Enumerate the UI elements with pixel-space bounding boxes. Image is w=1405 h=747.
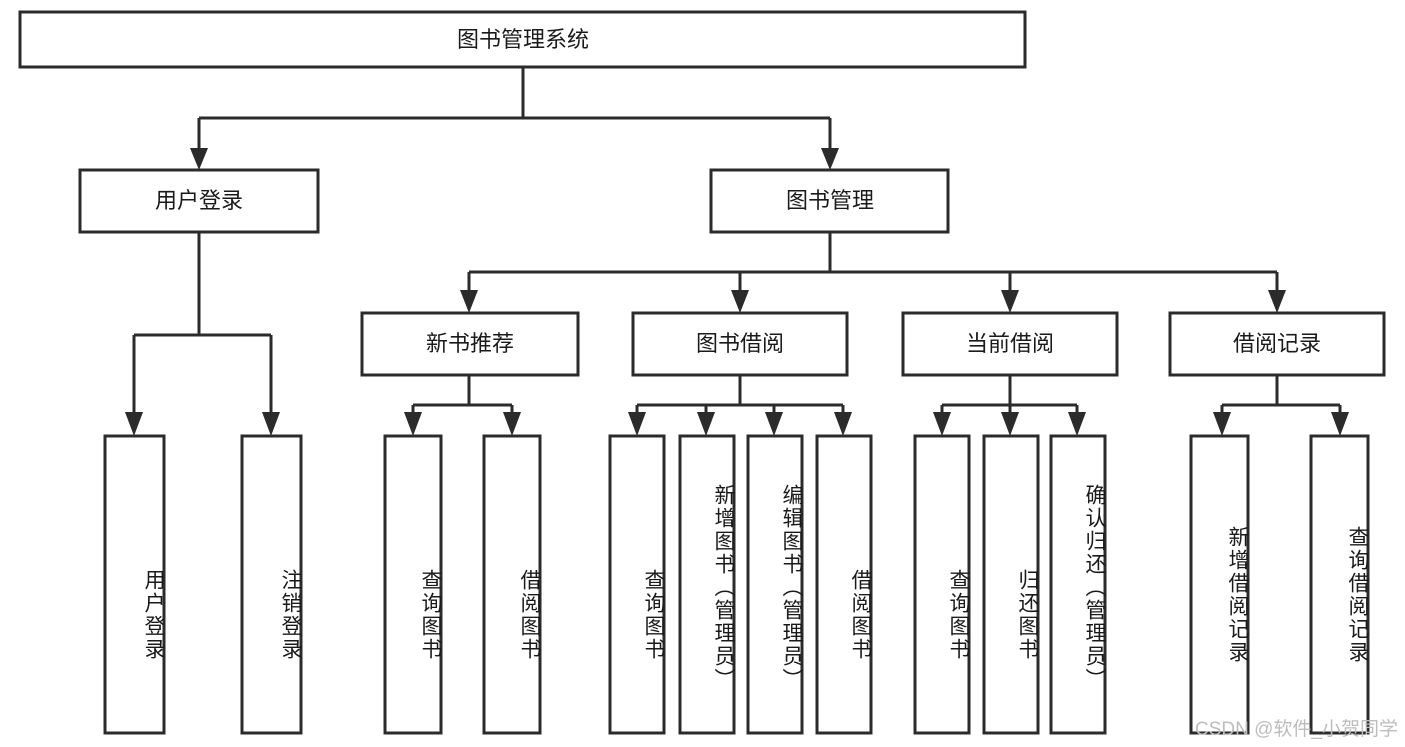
node-layer: 图书管理系统 用户登录 图书管理 新书推荐 图书借阅 当前借阅 借阅记录 (18, 10, 1386, 735)
node-current-borrow-box[interactable] (901, 311, 1119, 377)
node-borrow-record-box[interactable] (1168, 311, 1386, 377)
arrow-bm-to-book-borrow (731, 290, 749, 313)
arrow-cb-leaf-3 (1068, 412, 1086, 436)
node-root-label: 图书管理系统 (457, 27, 589, 52)
node-leaf-query-record-box[interactable] (1309, 434, 1370, 735)
node-new-book-recommend-label: 新书推荐 (426, 331, 514, 356)
node-leaf-user-logout-box[interactable] (240, 434, 303, 735)
node-leaf-add-record-box[interactable] (1189, 434, 1250, 735)
node-leaf-borrow-book-1-box[interactable] (482, 434, 542, 735)
arrow-ul-leaf-2 (262, 412, 280, 436)
node-current-borrow-label: 当前借阅 (966, 331, 1054, 356)
arrow-cb-leaf-1 (933, 412, 951, 436)
arrow-bb-leaf-1 (628, 412, 646, 436)
arrow-nbr-leaf-2 (503, 412, 521, 436)
connector-layer (125, 67, 1349, 436)
csdn-watermark: CSDN @软件_小贺同学 (1195, 718, 1398, 740)
node-leaf-query-book-3-box[interactable] (913, 434, 971, 735)
node-leaf-borrow-book-2-box[interactable] (815, 434, 873, 735)
arrow-bm-to-new-book (460, 290, 478, 313)
node-book-manage-box[interactable] (709, 168, 950, 234)
node-user-login-box[interactable] (78, 168, 320, 234)
arrow-bb-leaf-4 (834, 412, 852, 436)
arrow-bb-leaf-3 (765, 412, 783, 436)
arrow-bm-to-current-borrow (1001, 290, 1019, 313)
arrow-ul-leaf-1 (125, 412, 143, 436)
node-leaf-edit-book-box[interactable] (746, 434, 804, 735)
node-book-borrow-box[interactable] (631, 311, 849, 377)
arrow-root-to-user-login (190, 148, 208, 170)
node-book-borrow-label: 图书借阅 (696, 331, 784, 356)
node-leaf-query-book-1-box[interactable] (383, 434, 443, 735)
node-borrow-record-label: 借阅记录 (1233, 331, 1321, 356)
arrow-root-to-book-manage (821, 148, 839, 170)
node-leaf-return-book-box[interactable] (982, 434, 1040, 735)
node-root-box[interactable] (18, 10, 1027, 69)
node-leaf-user-login-box[interactable] (103, 434, 166, 735)
arrow-br-leaf-2 (1331, 412, 1349, 436)
arrow-bb-leaf-2 (697, 412, 715, 436)
arrow-cb-leaf-2 (1001, 412, 1019, 436)
arrow-br-leaf-1 (1213, 412, 1231, 436)
arrow-bm-to-borrow-record (1268, 290, 1286, 313)
node-user-login-label: 用户登录 (155, 188, 243, 213)
arrow-nbr-leaf-1 (404, 412, 422, 436)
node-leaf-add-book-box[interactable] (678, 434, 736, 735)
node-leaf-confirm-return-box[interactable] (1049, 434, 1107, 735)
node-new-book-recommend-box[interactable] (360, 311, 580, 377)
node-book-manage-label: 图书管理 (786, 188, 874, 213)
node-leaf-query-book-2-box[interactable] (608, 434, 666, 735)
